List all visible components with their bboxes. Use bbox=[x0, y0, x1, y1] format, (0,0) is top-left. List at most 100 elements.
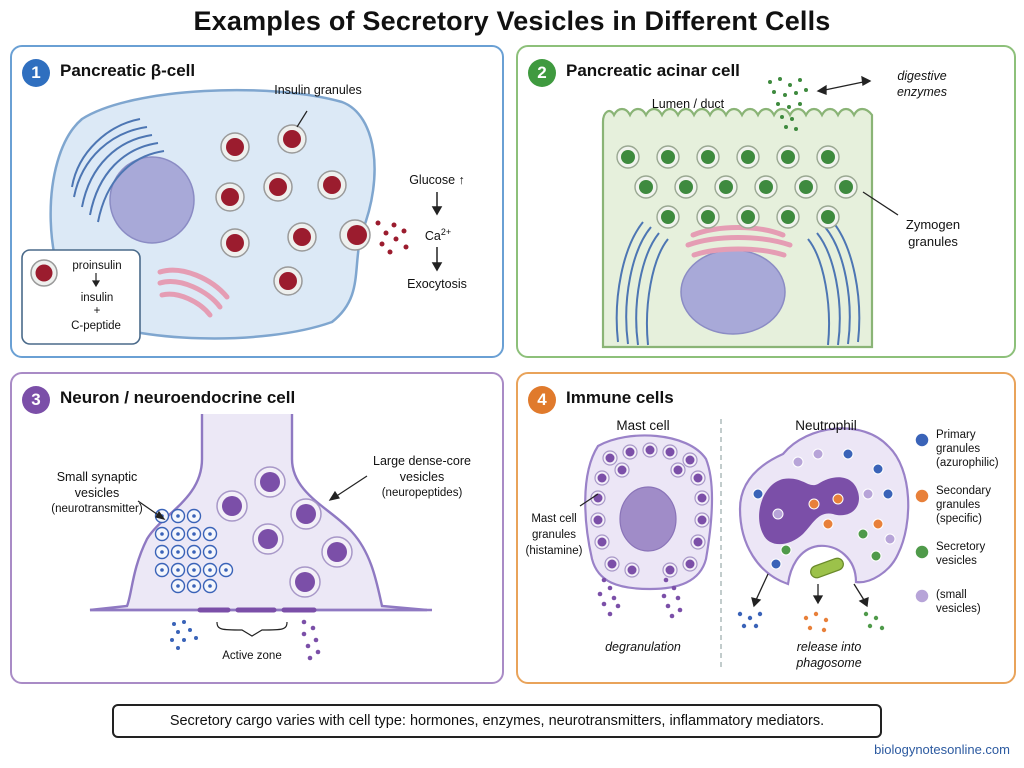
legend-item-secondary: Secondary granules (specific) bbox=[936, 484, 1016, 526]
released-neurotransmitter bbox=[170, 620, 198, 650]
large-vesicles-label-line1: Large dense-core bbox=[373, 454, 471, 468]
digestive-enzymes-label-line1: digestive bbox=[897, 69, 947, 83]
nucleus bbox=[109, 156, 195, 244]
acinar-cell-illustration bbox=[601, 75, 899, 349]
legend-swatch bbox=[914, 488, 930, 504]
synaptic-vesicle-content bbox=[176, 584, 180, 588]
website-link[interactable]: biologynotesonline.com bbox=[874, 742, 1010, 757]
mast-granules-label-line2: granules bbox=[531, 529, 577, 541]
release-label-line1: release into bbox=[796, 640, 862, 654]
synaptic-vesicle-content bbox=[224, 568, 228, 572]
zymogen-granule-core bbox=[701, 150, 715, 164]
neutrophil-granule-group bbox=[752, 448, 896, 570]
panel-title: Neuron / neuroendocrine cell bbox=[60, 388, 296, 407]
immune-cells-illustration bbox=[579, 419, 930, 669]
zymogen-granule-core bbox=[741, 150, 755, 164]
zymogen-granule-group bbox=[616, 145, 858, 229]
mast-granule-core bbox=[685, 455, 695, 465]
label-leader-lines bbox=[816, 75, 899, 216]
large-vesicles-label-line2: vesicles bbox=[399, 470, 445, 484]
mast-granule-core bbox=[665, 447, 675, 457]
released-secondary-granules bbox=[803, 611, 829, 633]
synaptic-vesicle-content bbox=[208, 532, 212, 536]
legend-swatch bbox=[914, 588, 930, 604]
mast-granule-core bbox=[605, 453, 615, 463]
zymogen-granule-core bbox=[661, 210, 675, 224]
calcium-label: Ca2+ bbox=[418, 225, 458, 244]
neutrophil-granule bbox=[870, 550, 882, 562]
neutrophil-granule bbox=[792, 456, 804, 468]
legend-label: Secondary bbox=[936, 485, 991, 497]
synaptic-vesicle-content bbox=[176, 532, 180, 536]
zymogen-granule-core bbox=[821, 150, 835, 164]
zymogen-granule-core bbox=[781, 210, 795, 224]
digestive-enzyme-particles bbox=[768, 77, 808, 131]
small-vesicles-label-line2: vesicles bbox=[74, 486, 120, 500]
zymogen-granule-core bbox=[821, 210, 835, 224]
endoplasmic-reticulum bbox=[71, 118, 165, 223]
zymogen-granule-core bbox=[719, 180, 733, 194]
neutrophil-granule bbox=[862, 488, 874, 500]
exocytosing-granule bbox=[339, 219, 409, 255]
synaptic-vesicle-content bbox=[192, 584, 196, 588]
panel-number-badge: 2 bbox=[528, 59, 556, 87]
insulin-granules-label: Insulin granules bbox=[274, 83, 362, 97]
neutrophil-granule bbox=[752, 488, 764, 500]
panel-title: Pancreatic acinar cell bbox=[566, 61, 740, 80]
dense-core-vesicle-group bbox=[216, 466, 353, 598]
mast-granule-core bbox=[673, 465, 683, 475]
insulin-granules-leader-line bbox=[296, 110, 308, 128]
golgi-apparatus bbox=[685, 225, 793, 258]
mast-cell-title: Mast cell bbox=[616, 418, 670, 433]
phagosome-bacterium bbox=[810, 557, 844, 579]
synaptic-vesicle-content bbox=[192, 568, 196, 572]
legend-item-primary: Primary granules (azurophilic) bbox=[936, 428, 1016, 470]
insulin-granule-group bbox=[215, 124, 347, 296]
footer-note: Secretory cargo varies with cell type: h… bbox=[112, 704, 882, 738]
synaptic-vesicle-content bbox=[208, 584, 212, 588]
panel-neuron: 3 Neuron / neuroendocrine cell bbox=[10, 372, 504, 684]
zymogen-granules-label-line2: granules bbox=[908, 234, 958, 249]
panel-title: Immune cells bbox=[566, 388, 674, 407]
mast-granule-core bbox=[593, 493, 603, 503]
legend-label: vesicles) bbox=[936, 603, 981, 615]
mast-granule-core bbox=[607, 559, 617, 569]
synaptic-vesicle-content bbox=[176, 568, 180, 572]
small-synaptic-vesicle-group bbox=[154, 508, 234, 594]
neutrophil-title: Neutrophil bbox=[795, 418, 857, 433]
mast-granule-core bbox=[697, 493, 707, 503]
release-label-line2: phagosome bbox=[796, 656, 862, 670]
mast-cell-nucleus bbox=[619, 486, 677, 552]
neutrophil-granule bbox=[770, 558, 782, 570]
neutrophil-granule bbox=[857, 528, 869, 540]
zymogen-granule-core bbox=[759, 180, 773, 194]
zymogen-granule-core bbox=[679, 180, 693, 194]
exocytosis-label: Exocytosis bbox=[407, 277, 467, 291]
lumen-duct-label: Lumen / duct bbox=[651, 97, 725, 111]
legend-label: (azurophilic) bbox=[936, 457, 999, 469]
neutrophil-granule bbox=[808, 498, 820, 510]
legend-item-small-vesicles: (small vesicles) bbox=[936, 588, 1016, 616]
zymogen-granule-core bbox=[741, 210, 755, 224]
panel-title: Pancreatic β-cell bbox=[60, 61, 196, 80]
synaptic-vesicle-content bbox=[176, 550, 180, 554]
neutrophil-granule bbox=[772, 508, 784, 520]
active-zone-label: Active zone bbox=[222, 650, 282, 662]
degranulation-particles bbox=[597, 577, 683, 619]
synaptic-vesicle-content bbox=[208, 550, 212, 554]
mast-granule-group bbox=[590, 442, 710, 578]
legend-label: Secretory bbox=[936, 541, 986, 553]
inset-cpeptide-label: C-peptide bbox=[71, 320, 121, 332]
mast-granule-core bbox=[597, 537, 607, 547]
zymogen-granules-label-line1: Zymogen bbox=[905, 217, 961, 232]
mast-granule-core bbox=[693, 473, 703, 483]
neutrophil-granule bbox=[832, 493, 844, 505]
legend-swatch bbox=[914, 432, 930, 448]
neutrophil-granule bbox=[780, 544, 792, 556]
legend-label: granules bbox=[936, 499, 981, 511]
calcium-charge: 2+ bbox=[440, 227, 452, 237]
panel-number-badge: 4 bbox=[528, 386, 556, 414]
inset-granule bbox=[30, 259, 58, 287]
panel-number-badge: 3 bbox=[22, 386, 50, 414]
zymogen-granule-core bbox=[621, 150, 635, 164]
